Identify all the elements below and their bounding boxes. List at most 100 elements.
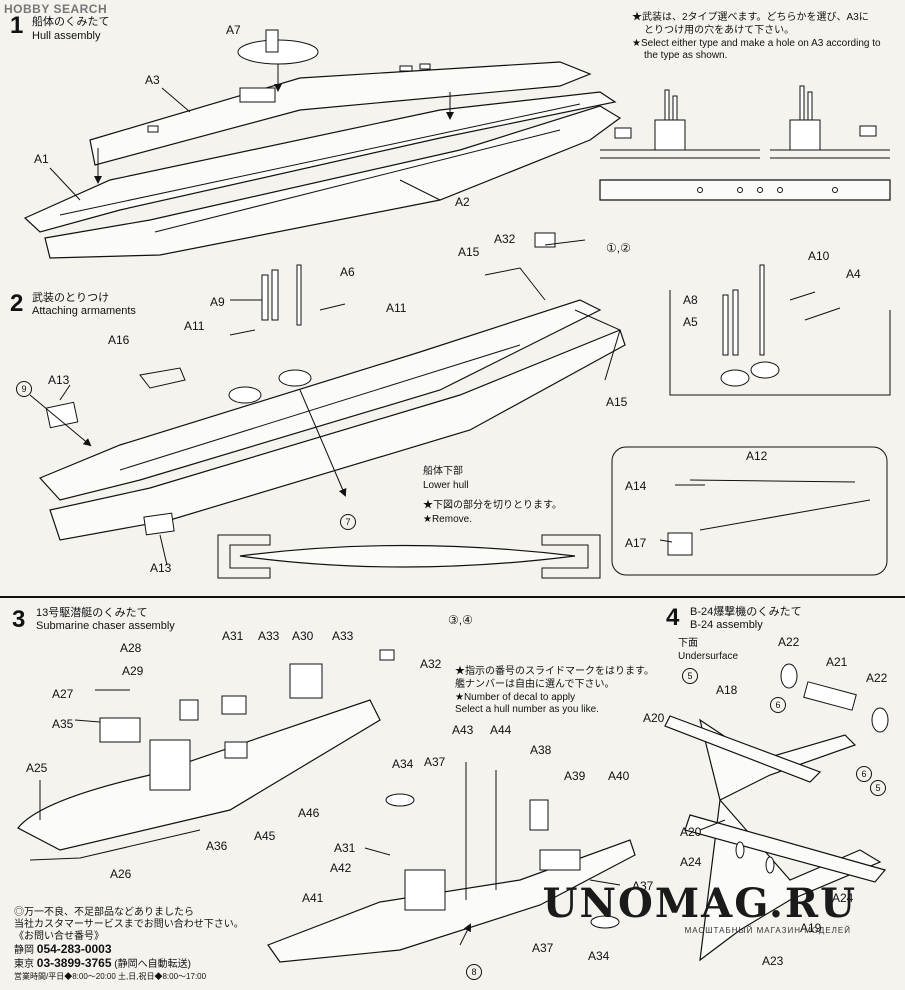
step4-number: 4: [666, 604, 680, 631]
customer-service-block: ◎万一不良、不足部品などありましたら 当社カスタマーサービスまでお問い合わせ下さ…: [14, 907, 254, 983]
decal-ref-7: 7: [340, 514, 356, 530]
label-a28: A28: [120, 641, 142, 655]
label-a32: A32: [494, 232, 516, 246]
step1-number: 1: [10, 12, 24, 39]
step3-chaser-hull-a26: [29, 829, 201, 861]
label-a10: A10: [808, 249, 830, 263]
step1-note-en-2: the type as shown.: [644, 50, 728, 61]
label-a13-top: A13: [48, 373, 70, 387]
label-a8: A8: [683, 293, 698, 307]
label-a7: A7: [226, 23, 241, 37]
step4-b24-lower: [684, 798, 887, 962]
label-a33-right: A33: [332, 629, 354, 643]
label-a4: A4: [846, 267, 861, 281]
label-a31-bottom: A31: [334, 841, 356, 855]
step1-title-en: Hull assembly: [32, 30, 101, 42]
step3-title-en: Submarine chaser assembly: [36, 620, 175, 632]
label-a41: A41: [302, 891, 324, 905]
label-a13-bottom: A13: [150, 561, 172, 575]
label-a39: A39: [564, 769, 586, 783]
contact-shizuoka: 静岡 054-283-0003: [14, 942, 112, 956]
step1-hull-half-a2: [44, 105, 622, 259]
decal-ref-1-2: ①,②: [606, 241, 631, 255]
label-a37-bottom: A37: [532, 941, 554, 955]
decal-ref-9: 9: [16, 381, 32, 397]
label-a1: A1: [34, 152, 49, 166]
step1-armament-options: [599, 85, 891, 201]
decal-ref-6-top: 6: [770, 697, 786, 713]
step2-guns-and-masts: [29, 264, 347, 536]
decal-ref-3-4: ③,④: [448, 613, 473, 627]
decal-note-jp-2: 艦ナンバーは自由に選んで下さい。: [455, 679, 615, 690]
label-a35: A35: [52, 717, 74, 731]
label-a24-left: A24: [680, 855, 702, 869]
step2-remove-diagram: [217, 534, 601, 579]
label-a23: A23: [762, 954, 784, 968]
contact-hours: 営業時間/平日◆8:00～20:00 土,日,祝日◆8:00～17:00: [14, 972, 207, 981]
label-a17: A17: [625, 536, 647, 550]
decal-ref-8: 8: [466, 964, 482, 980]
step2-stern-frame-a15: [484, 232, 621, 381]
step3-chaser-upper-fittings: [179, 649, 395, 721]
label-a30: A30: [292, 629, 314, 643]
contact-tokyo: 東京 03-3899-3765 (静岡へ自動転送): [14, 956, 191, 970]
decal-note-jp-1: ★指示の番号のスライドマークをはります。: [455, 666, 654, 677]
label-a37-top: A37: [424, 755, 446, 769]
step1-note-jp-2: とりつけ用の穴をあけて下さい。: [644, 25, 795, 36]
label-a26: A26: [110, 867, 132, 881]
step4-title-jp: B-24爆撃機のくみたて: [690, 606, 802, 618]
undersurface-label-jp: 下面: [678, 638, 698, 649]
step1-note-jp-1: ★武装は、2タイプ選べます。どちらかを選び、A3に: [632, 12, 869, 23]
label-a34-top: A34: [392, 757, 414, 771]
label-a29: A29: [122, 664, 144, 678]
label-a43: A43: [452, 723, 474, 737]
step2-number: 2: [10, 290, 24, 317]
label-a33-left: A33: [258, 629, 280, 643]
label-a16: A16: [108, 333, 130, 347]
label-a42: A42: [330, 861, 352, 875]
label-a24-right: A24: [832, 891, 854, 905]
label-a22-right: A22: [866, 671, 888, 685]
label-a5: A5: [683, 315, 698, 329]
undersurface-label-en: Undersurface: [678, 651, 739, 662]
label-a38: A38: [530, 743, 552, 757]
label-a46: A46: [298, 806, 320, 820]
label-a44: A44: [490, 723, 512, 737]
label-a11-right: A11: [386, 301, 407, 315]
step4-title-en: B-24 assembly: [690, 619, 763, 631]
label-a22-left: A22: [778, 635, 800, 649]
remove-note-jp: ★下図の部分を切りとります。: [423, 500, 562, 511]
hobby-search-watermark: HOBBY SEARCH: [4, 2, 108, 16]
decal-note-en-2: Select a hull number as you like.: [455, 704, 599, 715]
label-a31-top: A31: [222, 629, 244, 643]
step3-chaser-hull-a25: [17, 699, 381, 851]
step1-deck-part-a3: [89, 61, 592, 166]
step1-title-jp: 船体のくみたて: [32, 16, 110, 28]
label-a18: A18: [716, 683, 738, 697]
label-a12: A12: [746, 449, 768, 463]
label-a21: A21: [826, 655, 848, 669]
contact-line-1: ◎万一不良、不足部品などありましたら: [14, 907, 194, 918]
label-a15-bottom: A15: [606, 395, 628, 409]
label-a25: A25: [26, 761, 48, 775]
step2-title-jp: 武装のとりつけ: [32, 292, 110, 304]
decal-ref-5-top: 5: [682, 668, 698, 684]
step3-number: 3: [12, 606, 26, 633]
label-a19: A19: [800, 921, 822, 935]
label-a45: A45: [254, 829, 276, 843]
label-a37-right: A37: [632, 879, 654, 893]
leader-lines: [39, 87, 726, 886]
label-a3: A3: [145, 73, 160, 87]
label-a11-left: A11: [184, 319, 205, 333]
step1-hull-half-a1: [23, 91, 617, 233]
label-a27: A27: [52, 687, 74, 701]
decal-note-en-1: ★Number of decal to apply: [455, 692, 576, 703]
label-a34-bottom: A34: [588, 949, 610, 963]
step2-title-en: Attaching armaments: [32, 305, 136, 317]
step2-hull-assembled: [38, 299, 626, 541]
label-a36: A36: [206, 839, 228, 853]
step1-conning-tower-a7: [237, 29, 319, 103]
step3-chaser-full-ship: [267, 762, 636, 963]
label-a14: A14: [625, 479, 647, 493]
